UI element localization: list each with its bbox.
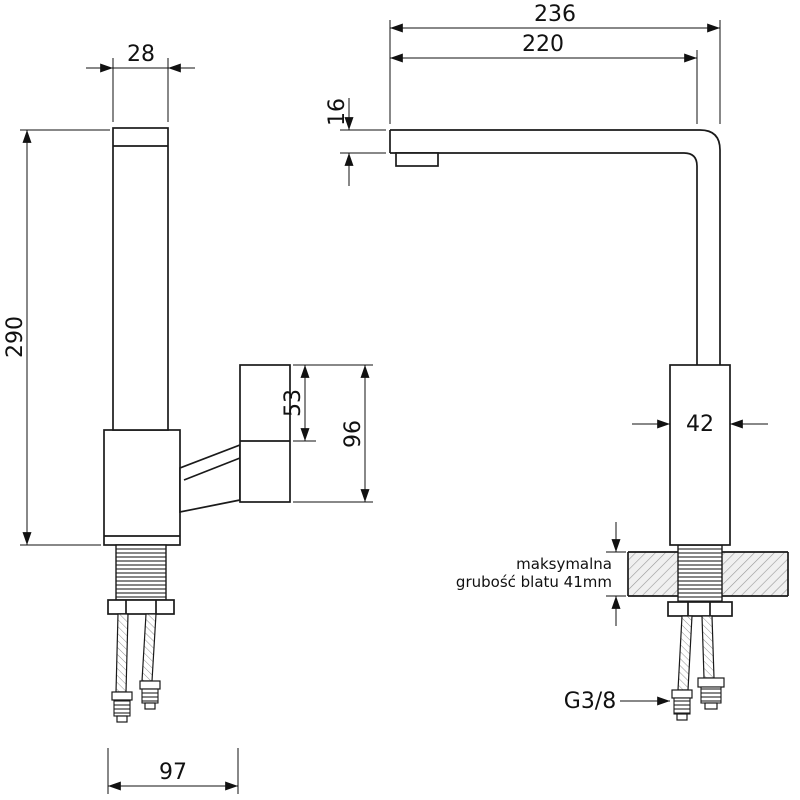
dim-53-label: 53 xyxy=(281,389,306,417)
dimension-spout-top-width: 28 xyxy=(86,42,195,122)
dimension-total-reach: 236 xyxy=(389,2,721,124)
thread-size-label: G3/8 xyxy=(564,689,616,714)
front-view xyxy=(389,129,789,721)
faucet-body-front xyxy=(669,364,731,546)
threaded-shank xyxy=(677,544,723,603)
dim-220-label: 220 xyxy=(522,32,564,57)
dimension-total-height: 290 xyxy=(3,129,110,546)
mounting-bracket xyxy=(107,599,175,615)
hose-fitting xyxy=(671,689,693,721)
aerator xyxy=(395,152,439,167)
dim-97-label: 97 xyxy=(159,760,187,785)
dim-96-label: 96 xyxy=(341,420,366,448)
threaded-shank xyxy=(115,544,167,601)
dim-42-label: 42 xyxy=(686,412,714,437)
dimension-body-width: 42 xyxy=(632,412,768,437)
dimension-countertop-thickness: maksymalna grubość blatu 41mm xyxy=(456,522,626,626)
supply-hose xyxy=(115,613,129,693)
faucet-body-side xyxy=(103,429,181,546)
dim-16-label: 16 xyxy=(325,98,350,126)
dim-236-label: 236 xyxy=(534,2,576,27)
hose-fitting xyxy=(697,677,725,710)
hose-fitting xyxy=(111,691,133,723)
handle-blade xyxy=(239,364,291,503)
dim-28-label: 28 xyxy=(127,42,155,67)
dimension-base-depth: 97 xyxy=(107,748,239,794)
dimension-spout-tube-height: 16 xyxy=(325,98,386,186)
spout-column xyxy=(112,127,169,431)
spout-inner-edge xyxy=(390,152,698,365)
countertop-note-line2: grubość blatu 41mm xyxy=(456,573,612,591)
hose-fitting xyxy=(139,680,161,710)
dimension-handle-total: 96 xyxy=(293,365,373,503)
handle-arm-seam xyxy=(183,457,241,481)
supply-hose xyxy=(141,613,157,682)
dim-290-label: 290 xyxy=(3,316,28,358)
supply-hose xyxy=(701,615,715,679)
mounting-bracket xyxy=(667,601,733,617)
supply-hose xyxy=(677,615,693,691)
dimension-handle-upper: 53 xyxy=(281,364,373,442)
side-view xyxy=(103,127,291,723)
countertop-note-line1: maksymalna xyxy=(516,555,612,573)
thread-size-callout: G3/8 xyxy=(564,689,670,714)
spout-outer-edge xyxy=(390,129,721,365)
dimension-spout-reach: 220 xyxy=(390,32,698,124)
